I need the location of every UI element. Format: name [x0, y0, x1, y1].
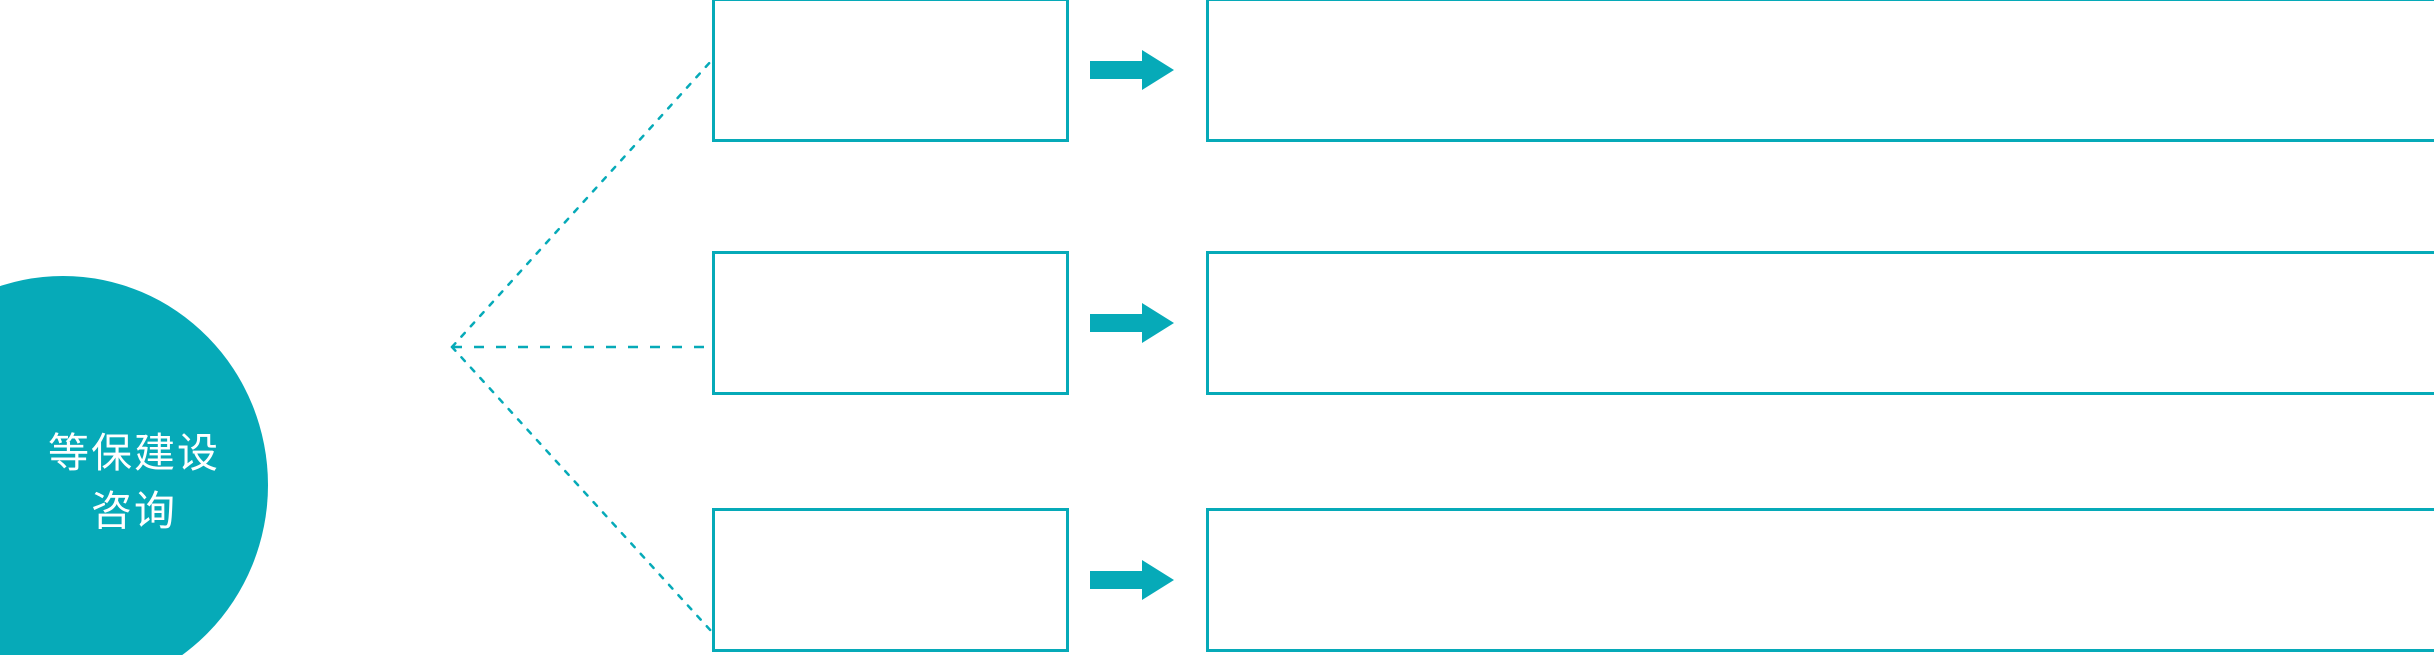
arrow-right-icon — [1090, 50, 1174, 90]
stage-box[interactable] — [712, 0, 1069, 142]
detail-box[interactable] — [1206, 251, 2434, 395]
stage-box[interactable] — [712, 508, 1069, 652]
arrow-right-icon — [1090, 560, 1174, 600]
hub-node[interactable]: 等保建设 咨询 — [0, 138, 268, 655]
arrow-right-icon — [1090, 303, 1174, 343]
hub-label: 等保建设 咨询 — [48, 430, 220, 534]
detail-box[interactable] — [1206, 508, 2434, 652]
branch-row — [0, 0, 2434, 144]
detail-box[interactable] — [1206, 0, 2434, 142]
branch-row — [0, 508, 2434, 654]
stage-box[interactable] — [712, 251, 1069, 395]
branch-row — [0, 251, 2434, 397]
